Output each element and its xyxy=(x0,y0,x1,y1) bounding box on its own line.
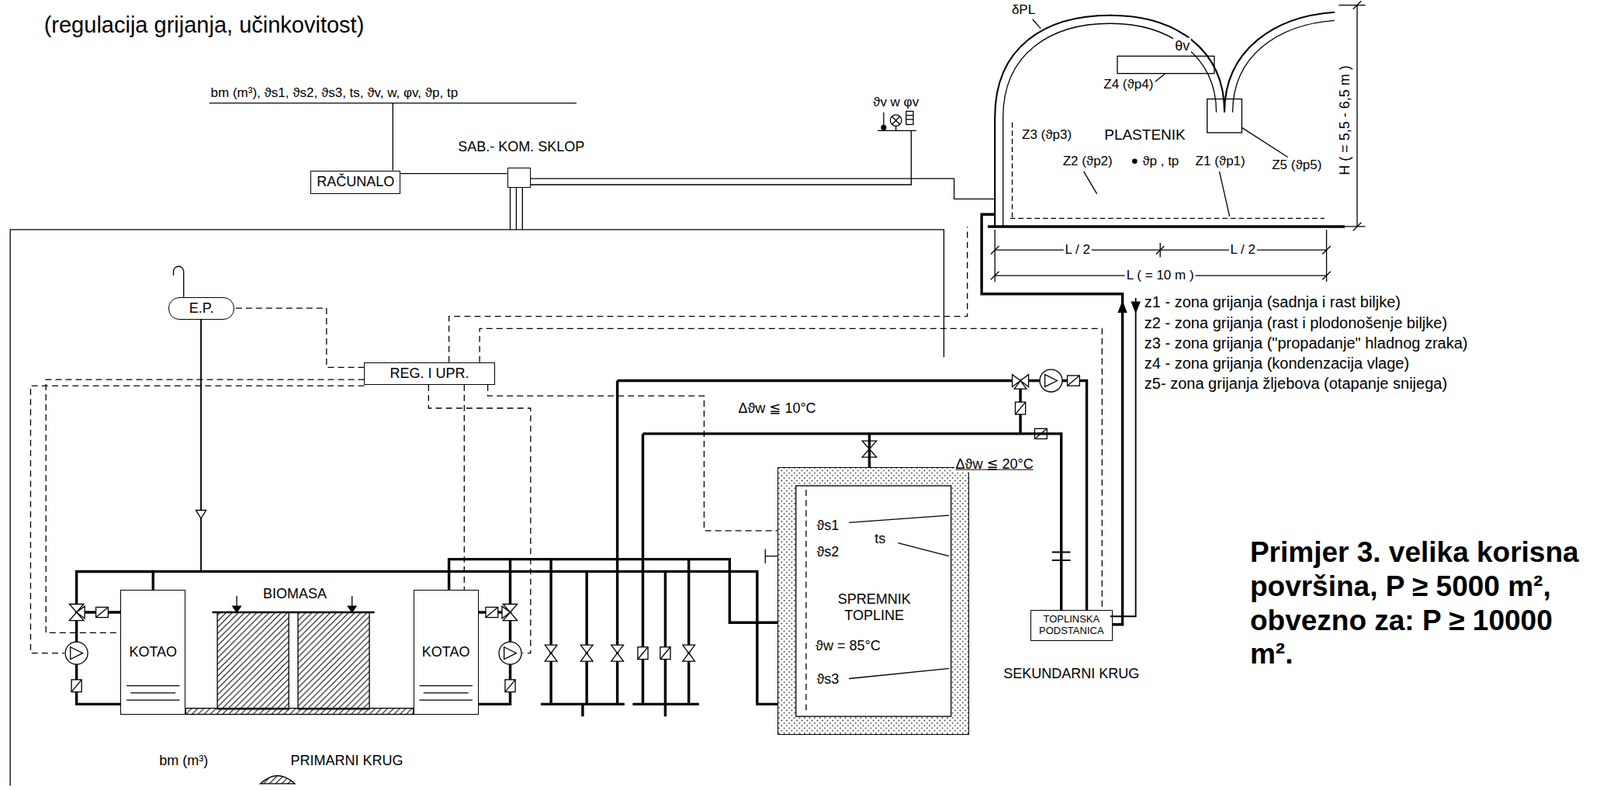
control-line xyxy=(45,379,364,633)
pipe-connector xyxy=(152,571,778,704)
control-line xyxy=(488,384,779,531)
text-label: Z1 (ϑp1) xyxy=(1194,153,1247,170)
right-boiler-pipework xyxy=(419,559,522,705)
text-label: ϑp , tp xyxy=(1140,153,1181,170)
boiler-box: KOTAO xyxy=(120,589,186,714)
computer-box: RAČUNALO xyxy=(310,170,401,194)
text-label: bm (m³), ϑs1, ϑs2, ϑs3, ts, ϑv, w, φv, ϑ… xyxy=(209,85,461,101)
text-label: L / 2 xyxy=(1228,242,1257,258)
text-label: PRIMARNI KRUG xyxy=(289,751,406,769)
text-label: z1 - zona grijanja (sadnja i rast biljke… xyxy=(1142,293,1403,312)
text-label: θv xyxy=(1173,38,1192,55)
pipe-connector xyxy=(981,214,1123,625)
text-label: H ( = 5,5 - 6,5 m ) xyxy=(1336,63,1354,177)
node-label: KOTAO xyxy=(422,644,471,661)
node-label: ϑs3 xyxy=(814,671,841,688)
text-label: z3 - zona grijanja ("propadanje" hladnog… xyxy=(1142,333,1470,352)
signal-line xyxy=(530,178,995,199)
heat-storage-tank: ϑs1 ϑs2 tsSPREMNIK TOPLINE ϑw = 85°C ϑs3 xyxy=(777,467,970,735)
control-line xyxy=(234,308,364,368)
bus-coupler-box: SAB.- KOM. SKLOP xyxy=(507,167,531,188)
text-label: L ( = 10 m ) xyxy=(1125,267,1196,284)
greenhouse xyxy=(987,12,1345,227)
controller-box: REG. I UPR. xyxy=(363,362,495,385)
diagram-title: (regulacija grijanja, učinkovitost) xyxy=(44,11,365,38)
node-text-stack: TOPLINSKA PODSTANICA xyxy=(1036,613,1107,638)
node-label: ϑs1 xyxy=(814,517,841,534)
text-label: Z3 (ϑp3) xyxy=(1020,127,1074,143)
text-label: L / 2 xyxy=(1063,242,1091,258)
node-label: E.P. xyxy=(189,300,215,317)
heat-storage xyxy=(765,440,970,735)
outdoor-sensors xyxy=(877,110,917,131)
expansion-vessel: E.P. xyxy=(168,297,235,320)
node-label: KOTAO xyxy=(128,644,177,661)
biomass-bunkers xyxy=(185,595,413,784)
node-label: TOPLINSKA PODSTANICA xyxy=(1036,613,1107,638)
node-text-stack: KOTAO xyxy=(422,644,471,661)
node-label: ts xyxy=(872,530,887,548)
node-text-stack: KOTAO xyxy=(128,644,177,661)
node-label: RAČUNALO xyxy=(316,173,395,191)
node-label: ϑw = 85°C xyxy=(813,637,883,655)
text-label: BIOMASA xyxy=(261,585,329,603)
greenhouse: PLASTENIK xyxy=(994,15,1337,227)
node-label: SPREMNIK TOPLINE xyxy=(811,592,938,624)
pipe-connector xyxy=(869,433,1061,611)
signal-line xyxy=(400,173,507,174)
node-text-stack: REG. I UPR. xyxy=(390,365,470,382)
pipe-connector xyxy=(449,559,779,624)
secondary-pipework xyxy=(617,297,1140,617)
text-label: Z2 (ϑp2) xyxy=(1061,153,1115,170)
node-text-stack: E.P. xyxy=(189,300,215,317)
text-label: Δϑw ≦ 20°C xyxy=(954,456,1036,473)
control-line xyxy=(479,328,1102,610)
text-label: z5- zona grijanja žljebova (otapanje sni… xyxy=(1142,374,1449,393)
text-label: δPL xyxy=(1010,2,1037,18)
text-label: SEKUNDARNI KRUG xyxy=(1001,665,1141,683)
node-label: SAB.- KOM. SKLOP xyxy=(456,138,586,156)
caption-note: Primjer 3. velika korisna površina, P ≥ … xyxy=(1250,535,1597,672)
text-label: ϑv w φv xyxy=(871,94,921,111)
text-label: bm (m³) xyxy=(157,751,210,769)
left-boiler-pipework xyxy=(65,571,180,704)
node-label: PLASTENIK xyxy=(1102,126,1188,144)
node-label: ϑs2 xyxy=(814,543,841,561)
text-label: Z5 (ϑp5) xyxy=(1270,157,1323,174)
substation-box: TOPLINSKA PODSTANICA xyxy=(1030,609,1113,641)
text-label: Δϑw ≦ 10°C xyxy=(736,400,818,417)
text-label: z2 - zona grijanja (rast i plodonošenje … xyxy=(1142,313,1449,332)
dimension-lines xyxy=(990,0,1366,282)
text-label: Z4 (ϑp4) xyxy=(1101,76,1155,93)
node-text-stack: RAČUNALO xyxy=(316,173,395,191)
boiler-box: KOTAO xyxy=(413,589,479,714)
text-label: z4 - zona grijanja (kondenzacija vlage) xyxy=(1142,354,1411,373)
node-label: REG. I UPR. xyxy=(390,365,470,382)
